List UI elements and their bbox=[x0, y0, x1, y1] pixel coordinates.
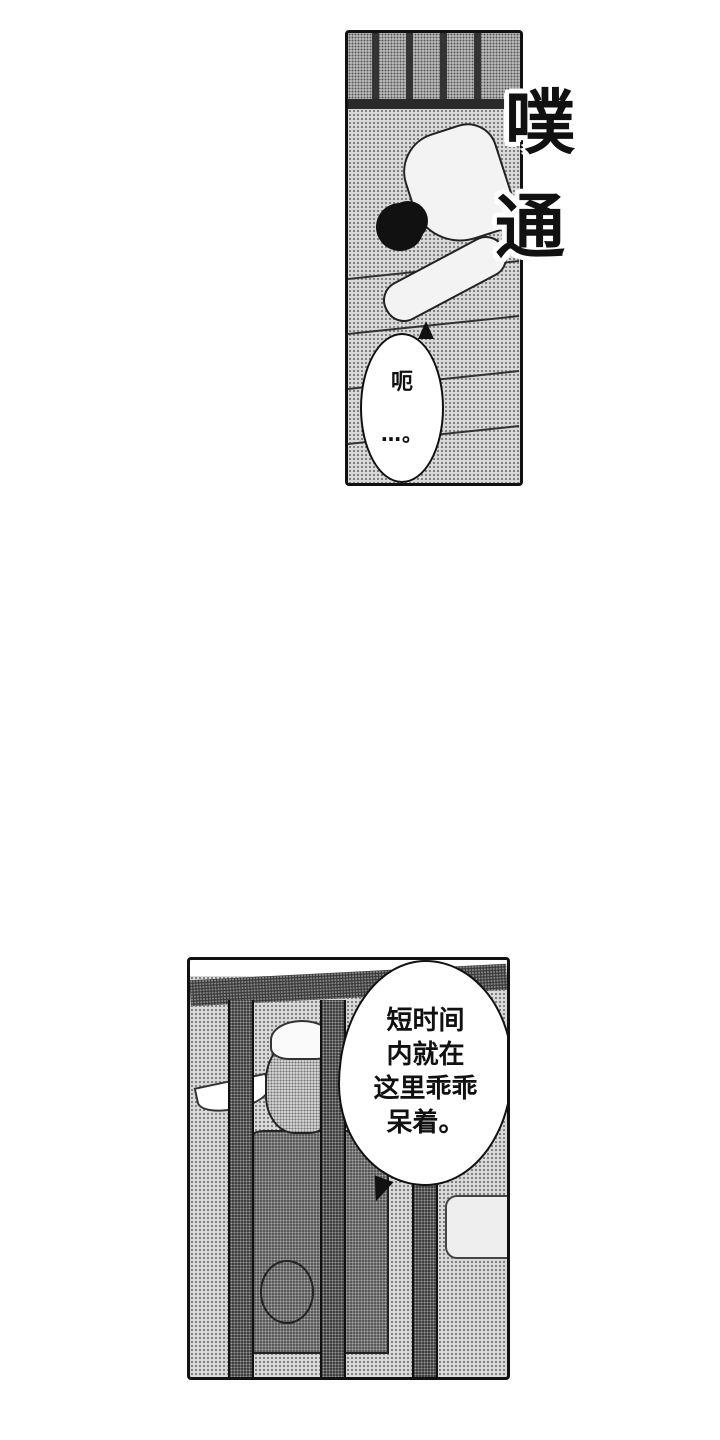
prison-bar-rail bbox=[348, 99, 520, 109]
prison-bar bbox=[440, 33, 447, 105]
prison-bars-background bbox=[348, 33, 520, 109]
prison-bar bbox=[228, 1000, 254, 1377]
speech-text-line: 呆着。 bbox=[386, 1107, 465, 1138]
character-hair bbox=[376, 203, 424, 251]
speech-bubble-tail bbox=[418, 321, 434, 339]
prison-bar bbox=[320, 1000, 346, 1377]
prison-bar bbox=[406, 33, 413, 105]
prison-bar bbox=[474, 33, 481, 105]
speech-text-line: 短时间 bbox=[386, 1006, 465, 1037]
prison-bar bbox=[372, 33, 379, 105]
speech-text-line: 内就在 bbox=[386, 1040, 465, 1071]
speech-bubble-1: 呃 …。 bbox=[360, 321, 444, 483]
sound-effect-text: 通 bbox=[495, 186, 565, 268]
speech-bubble-2: 短时间 内就在 这里乖乖 呆着。 bbox=[338, 960, 507, 1205]
comic-panel-1: 呃 …。 bbox=[345, 30, 523, 486]
sound-effect-text: 噗 bbox=[505, 82, 575, 164]
speech-text-ellipsis: …。 bbox=[381, 422, 423, 447]
comic-panel-2: 短时间 内就在 这里乖乖 呆着。 bbox=[187, 957, 510, 1380]
speech-text-line: 这里乖乖 bbox=[373, 1074, 478, 1104]
jailer-body bbox=[235, 1130, 389, 1354]
background-sack bbox=[445, 1195, 507, 1259]
key-ring-icon bbox=[260, 1260, 314, 1324]
speech-text-line: 呃 bbox=[390, 369, 413, 395]
prison-bar bbox=[412, 1175, 438, 1377]
